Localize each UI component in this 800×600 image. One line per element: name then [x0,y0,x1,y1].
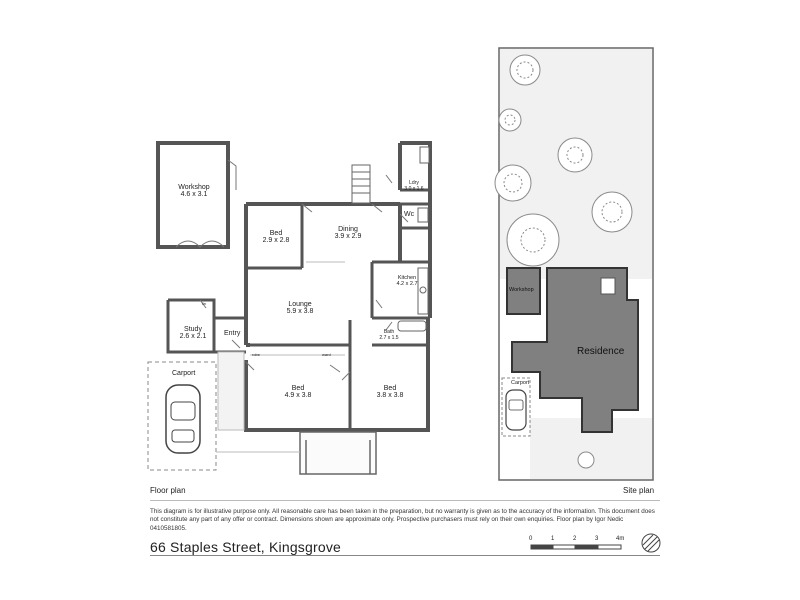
scale-tick: 2 [573,536,577,542]
room-dims: 2.9 x 2.8 [262,237,290,244]
kitchen-bench [417,267,429,315]
room-wc: Wc [404,211,414,218]
site-workshop [506,267,541,315]
tree-icon [577,451,595,469]
scale-bar [530,544,622,550]
scale-tick: 4m [616,536,625,542]
house-walls [244,141,432,432]
tree-icons [494,54,633,469]
room-name: Bath [383,329,395,335]
label-robe: robe [252,352,261,357]
site-carport [501,377,531,437]
tree-icon [509,54,541,86]
site-steps [600,277,616,295]
room-dims: 5.9 x 3.8 [286,308,314,315]
site-residence [511,267,639,433]
room-name: Study [184,326,202,333]
door-swings [245,174,409,381]
laundry-tub [419,146,430,164]
room-carport: Carport [172,370,195,377]
room-name: Entry [224,330,241,337]
room-dims: 4.2 x 2.7 [396,281,418,287]
workshop-double-door [175,240,225,248]
tree-icon [506,213,560,267]
room-name: Bed [269,230,283,237]
scale-tick: 1 [551,536,555,542]
room-name: Workshop [178,184,210,191]
entry-path [217,351,245,431]
room-kitchen: Kitchen 4.2 x 2.7 [390,275,424,287]
room-name: Bed [383,385,397,392]
workshop-door [227,159,237,190]
site-plan-title: Site plan [623,486,655,495]
room-dining: Dining 3.9 x 2.9 [328,226,368,240]
floor-plan-title: Floor plan [150,486,186,495]
tree-icon [494,164,532,202]
room-dims: 4.6 x 3.1 [180,191,208,198]
compass-icon [641,533,661,553]
room-bath: Bath 2.7 x 1.5 [378,329,400,341]
room-name: Lounge [288,301,312,308]
site-carport-label: Carport [511,380,530,386]
room-dims: 3.0 x 1.6 [404,186,424,192]
bathtub [397,320,427,332]
interior-walls [246,188,430,430]
front-porch [299,431,377,475]
room-name: Kitchen [397,275,417,281]
room-name: Ldry [409,180,419,186]
room-bed-2: Bed 4.9 x 3.8 [278,385,318,399]
room-dims: 4.9 x 3.8 [284,392,312,399]
room-lounge: Lounge 5.9 x 3.8 [280,301,320,315]
kitchen-sink [419,286,427,294]
room-dims: 2.6 x 2.1 [179,333,207,340]
car-icon [165,384,201,454]
label-linen: lin [202,301,207,306]
site-workshop-label: Workshop [509,287,534,293]
tree-icon [591,191,633,233]
room-dims: 2.7 x 1.5 [379,335,399,341]
scale-tick: 3 [595,536,599,542]
room-name: Wc [404,211,415,218]
room-dims: 3.8 x 3.8 [376,392,404,399]
study-door [199,299,241,349]
site-residence-label: Residence [577,346,625,357]
disclaimer-text: This diagram is for illustrative purpose… [150,508,655,532]
room-name: Dining [338,226,358,233]
room-name: Carport [172,370,196,377]
property-address: 66 Staples Street, Kingsgrove [150,539,342,555]
site-car-icon [505,389,527,431]
room-bed-1: Bed 2.9 x 2.8 [256,230,296,244]
room-name: Bed [291,385,305,392]
room-bed-3: Bed 3.8 x 3.8 [370,385,410,399]
room-dims: 3.9 x 2.9 [334,233,362,240]
carport-outline [147,361,217,471]
room-workshop: Workshop 4.6 x 3.1 [172,184,216,198]
address-underline [150,555,660,556]
scale-tick: 0 [529,536,533,542]
workshop-outline [156,141,230,249]
label-wardrobe: ward [322,352,331,357]
wc-basin [417,207,429,223]
room-laundry: Ldry 3.0 x 1.6 [400,180,428,192]
room-study: Study 2.6 x 2.1 [176,326,210,340]
footer-divider [150,500,660,501]
room-entry: Entry [224,330,240,337]
tree-icon [498,108,522,132]
rear-steps [351,164,371,204]
tree-icon [557,137,593,173]
